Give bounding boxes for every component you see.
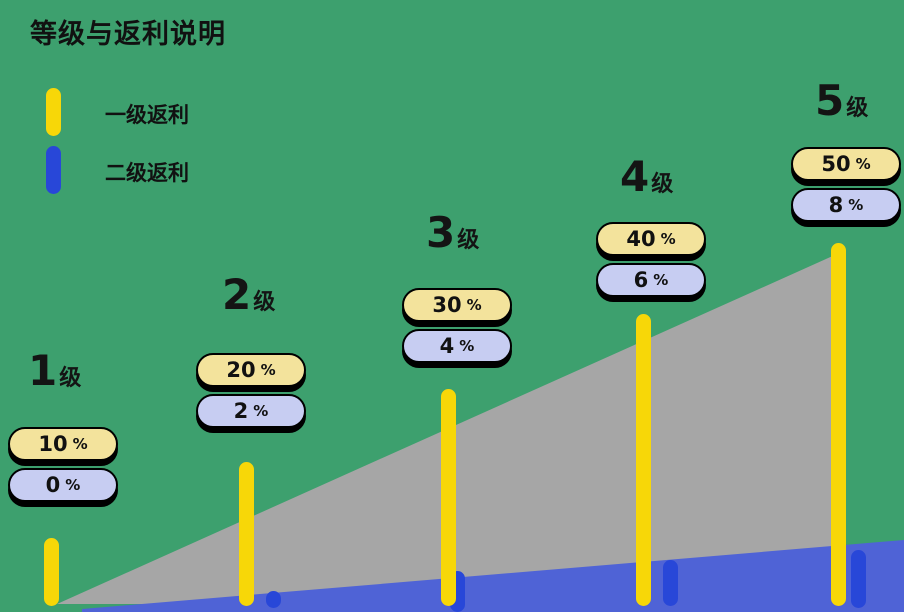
level3-suffix: 级: [457, 228, 480, 253]
level1-label: 1级: [28, 346, 81, 395]
level4-tier2-badge: 6%: [596, 263, 706, 297]
tier1-bar-level1: [44, 538, 59, 606]
level2-label: 2级: [222, 270, 275, 319]
level4-tier2-value: 6: [633, 268, 649, 292]
level1-tier1-unit: %: [72, 435, 88, 453]
tier1-bar-level2: [239, 462, 254, 606]
level5-tier1-value: 50: [821, 152, 851, 176]
level1-tier1-value: 10: [38, 432, 68, 456]
level3-tier2-unit: %: [459, 337, 475, 355]
legend-tier1-label: 一级返利: [105, 103, 189, 127]
legend-tier2-label: 二级返利: [105, 161, 189, 185]
level4-number: 4: [620, 152, 650, 201]
tier2-bar-level5: [851, 550, 866, 608]
level2-tier1-unit: %: [260, 361, 276, 379]
legend-tier1-swatch: [46, 88, 61, 136]
page-title: 等级与返利说明: [30, 19, 226, 50]
level1-tier2-unit: %: [65, 476, 81, 494]
level2-tier2-value: 2: [233, 399, 249, 423]
level2-tier2-badge: 2%: [196, 394, 306, 428]
level2-tier1-badge: 20%: [196, 353, 306, 387]
level2-tier2-unit: %: [253, 402, 269, 420]
level1-tier2-badge: 0%: [8, 468, 118, 502]
tier1-bar-level3: [441, 389, 456, 606]
level3-label: 3级: [426, 208, 479, 257]
level3-tier2-badge: 4%: [402, 329, 512, 363]
blue-growth-ramp: [82, 540, 904, 612]
level3-tier2-value: 4: [439, 334, 455, 358]
level5-tier2-value: 8: [828, 193, 844, 217]
legend-tier2-swatch: [46, 146, 61, 194]
level5-tier1-badge: 50%: [791, 147, 901, 181]
tier1-bar-level4: [636, 314, 651, 606]
level3-number: 3: [426, 208, 456, 257]
level5-tier2-unit: %: [848, 196, 864, 214]
level4-tier1-value: 40: [626, 227, 656, 251]
level4-tier2-unit: %: [653, 271, 669, 289]
level2-suffix: 级: [253, 290, 276, 315]
level1-tier2-value: 0: [45, 473, 61, 497]
level5-suffix: 级: [846, 96, 869, 121]
tier2-bar-level2: [266, 591, 281, 608]
level5-label: 5级: [815, 76, 868, 125]
level5-tier1-unit: %: [855, 155, 871, 173]
level3-tier1-unit: %: [466, 296, 482, 314]
level4-suffix: 级: [651, 172, 674, 197]
level4-tier1-badge: 40%: [596, 222, 706, 256]
level2-number: 2: [222, 270, 252, 319]
level2-tier1-value: 20: [226, 358, 256, 382]
level3-tier1-badge: 30%: [402, 288, 512, 322]
level3-tier1-value: 30: [432, 293, 462, 317]
level5-tier2-badge: 8%: [791, 188, 901, 222]
level5-number: 5: [815, 76, 845, 125]
tier1-bar-level5: [831, 243, 846, 606]
level1-number: 1: [28, 346, 58, 395]
level1-suffix: 级: [59, 366, 82, 391]
level4-label: 4级: [620, 152, 673, 201]
level1-tier1-badge: 10%: [8, 427, 118, 461]
tier2-bar-level4: [663, 560, 678, 606]
level4-tier1-unit: %: [660, 230, 676, 248]
